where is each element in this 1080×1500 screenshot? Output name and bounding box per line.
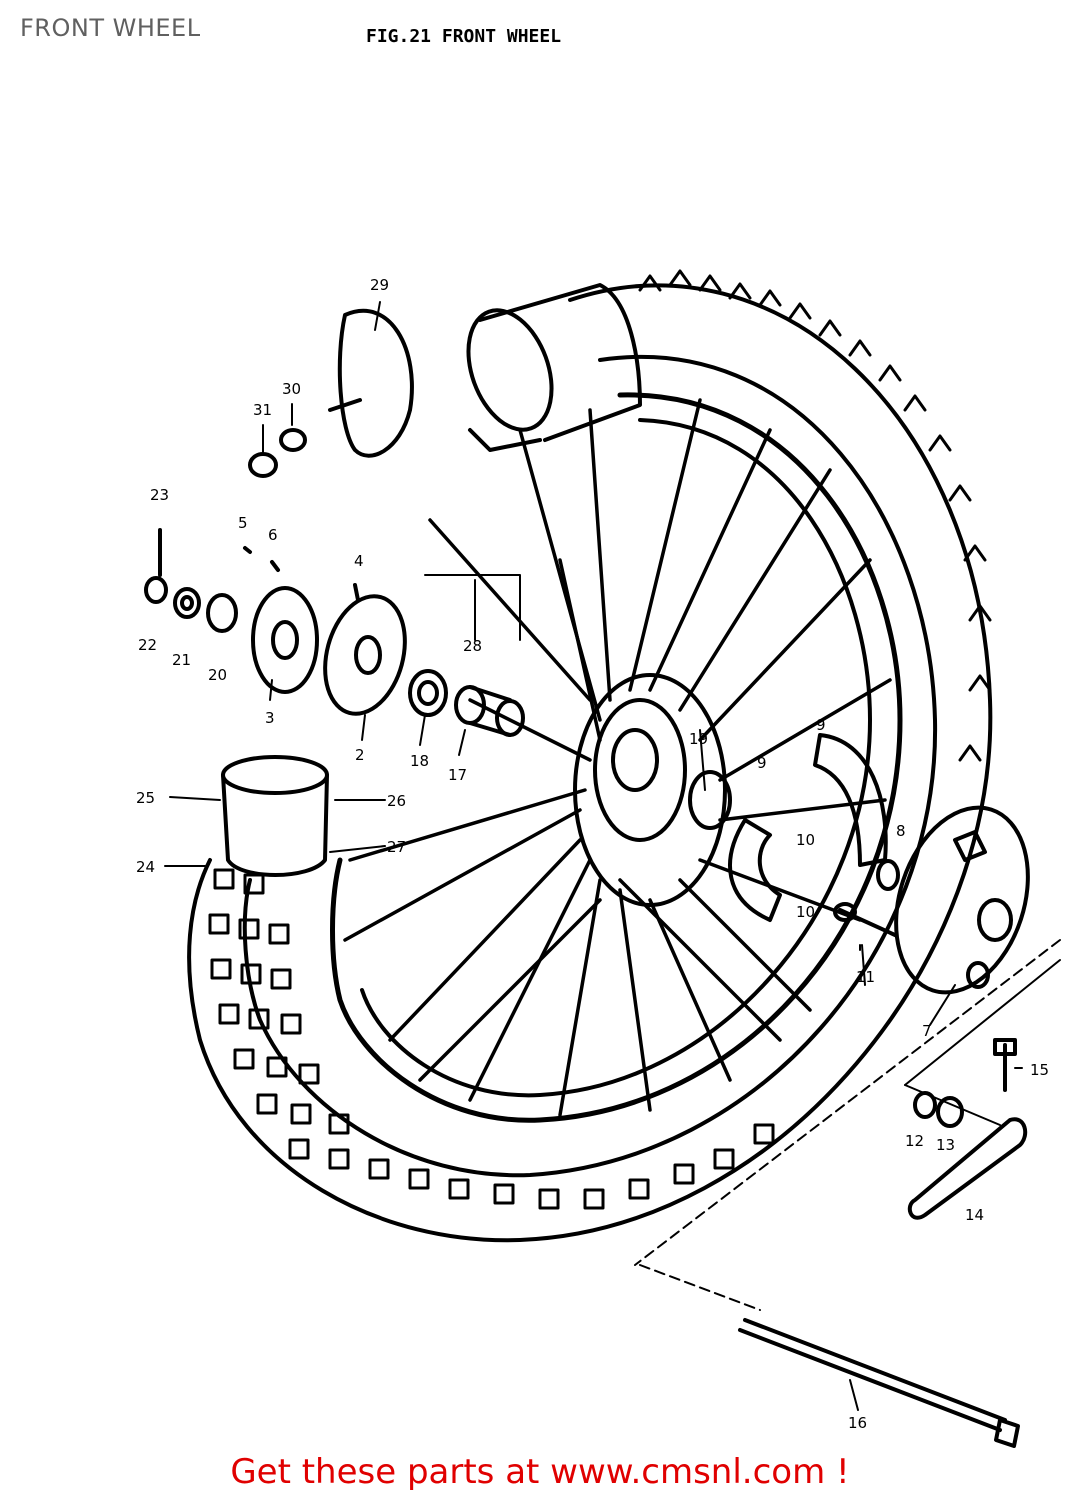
disc-plate <box>323 594 407 716</box>
callout-10b: 10 <box>796 903 815 921</box>
rim <box>330 392 903 1123</box>
alignment-lines <box>634 939 1061 1311</box>
spacer-17 <box>454 685 525 737</box>
leader-lines <box>164 301 1061 1411</box>
callout-9b: 9 <box>757 754 767 772</box>
callout-29: 29 <box>370 276 389 294</box>
axle-holder-14 <box>907 1117 1028 1220</box>
callout-28: 28 <box>463 637 482 655</box>
brake-panel <box>894 805 1030 995</box>
tread-blocks <box>638 269 992 762</box>
bearing-18 <box>408 669 448 717</box>
callout-7: 7 <box>922 1022 932 1040</box>
figure-title: FIG.21 FRONT WHEEL <box>366 26 562 47</box>
bolt-15 <box>993 1038 1017 1092</box>
callout-21: 21 <box>172 651 191 669</box>
callout-23: 23 <box>150 486 169 504</box>
callout-13: 13 <box>936 1136 955 1154</box>
callout-31: 31 <box>253 401 272 419</box>
hub <box>573 673 732 907</box>
callout-3: 3 <box>265 709 275 727</box>
callout-20: 20 <box>208 666 227 684</box>
callout-labels: 2 3 4 5 6 7 8 9 9 10 10 11 12 13 14 15 1… <box>136 276 1049 1432</box>
tube-top <box>466 283 642 452</box>
callout-18: 18 <box>410 752 429 770</box>
footer-link-text[interactable]: Get these parts at www.cmsnl.com ! <box>230 1452 850 1492</box>
callout-5: 5 <box>238 514 248 532</box>
callout-6: 6 <box>268 526 278 544</box>
callout-27: 27 <box>387 838 406 856</box>
callout-17: 17 <box>448 766 467 784</box>
callout-26: 26 <box>387 792 406 810</box>
callout-4: 4 <box>354 552 364 570</box>
brake-cam <box>833 859 900 937</box>
callout-11: 11 <box>856 968 875 986</box>
sprocket <box>251 586 319 694</box>
speedometer-gear-box <box>248 308 414 478</box>
tire <box>187 283 993 1243</box>
callout-16: 16 <box>848 1414 867 1432</box>
callout-25: 25 <box>136 789 155 807</box>
spokes <box>343 398 892 1117</box>
washers-left <box>144 528 360 633</box>
axle <box>738 1318 1020 1448</box>
callout-24: 24 <box>136 858 155 876</box>
washers-12-13 <box>913 1091 964 1128</box>
footer-promo-link[interactable]: Get these parts at www.cmsnl.com ! <box>0 1452 1080 1492</box>
callout-10a: 10 <box>796 831 815 849</box>
callout-22: 22 <box>138 636 157 654</box>
callout-2: 2 <box>355 746 365 764</box>
callout-19: 19 <box>689 730 708 748</box>
callout-12: 12 <box>905 1132 924 1150</box>
callout-9a: 9 <box>816 716 826 734</box>
callout-14: 14 <box>965 1206 984 1224</box>
callout-15: 15 <box>1030 1061 1049 1079</box>
tube-lower <box>221 755 329 877</box>
callout-30: 30 <box>282 380 301 398</box>
tread-blocks-lower <box>208 868 775 1210</box>
callout-8: 8 <box>896 822 906 840</box>
tire-inner-edge <box>242 354 938 1178</box>
page-title: FRONT WHEEL <box>20 14 201 42</box>
